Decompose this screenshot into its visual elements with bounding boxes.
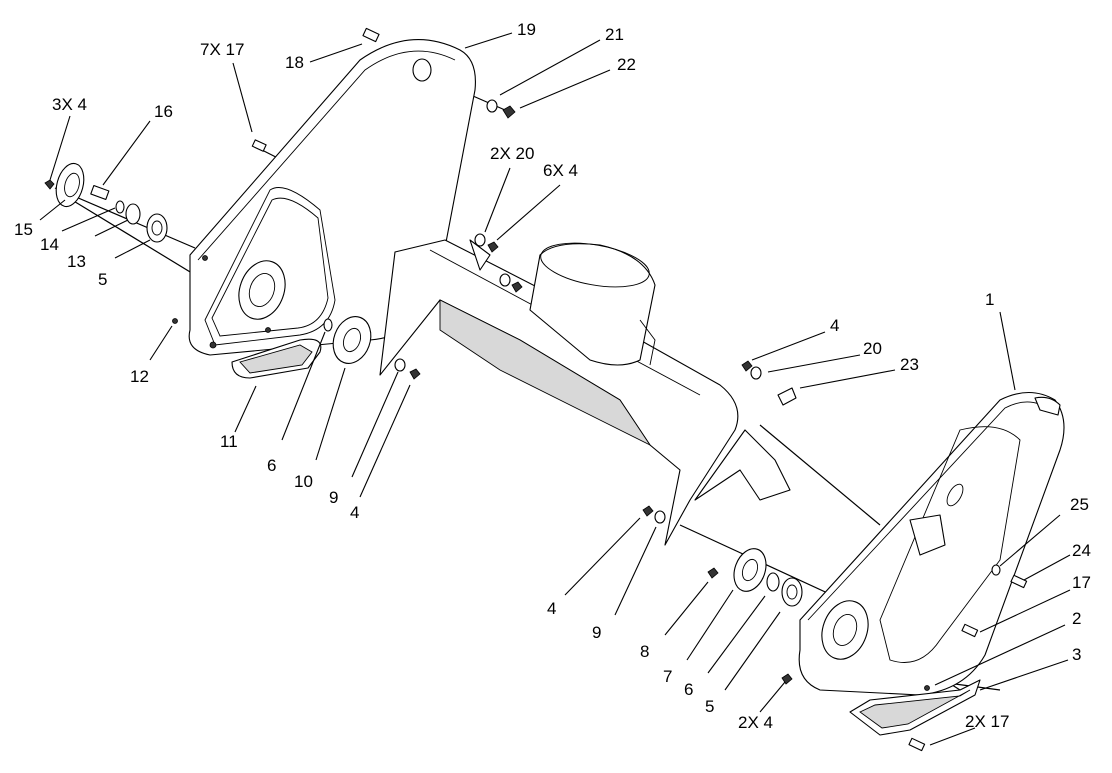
callout-3: 3 <box>1072 645 1081 664</box>
callout-1: 1 <box>985 290 994 309</box>
callout-24: 24 <box>1072 541 1091 560</box>
callout-11: 11 <box>220 432 238 451</box>
callout-17: 17 <box>1072 573 1091 592</box>
callout-25: 25 <box>1070 495 1089 514</box>
callout-15: 15 <box>14 220 33 239</box>
top-fasteners <box>251 27 516 152</box>
left-skid-and-bearing <box>172 316 421 380</box>
callout-6-left: 6 <box>267 456 276 475</box>
callout-labels: 3X 4 16 15 14 13 5 12 11 6 10 9 4 7X 17 … <box>14 20 1091 732</box>
callout-10: 10 <box>294 472 313 491</box>
callout-4-lower: 4 <box>547 599 556 618</box>
callout-8: 8 <box>640 642 649 661</box>
callout-23: 23 <box>900 355 919 374</box>
callout-20: 20 <box>863 339 882 358</box>
leader-lines <box>39 32 1071 746</box>
left-bearing-stack <box>44 162 168 243</box>
callout-9-lower: 9 <box>592 623 601 642</box>
auger-housing <box>379 239 791 546</box>
callout-5-right: 5 <box>705 697 714 716</box>
right-side-plate <box>798 391 1065 696</box>
callout-2x17: 2X 17 <box>965 712 1009 731</box>
right-fasteners <box>642 360 1028 691</box>
callout-6x4: 6X 4 <box>543 161 578 180</box>
callout-3x4: 3X 4 <box>52 95 87 114</box>
callout-2x20: 2X 20 <box>490 144 534 163</box>
callout-9-left: 9 <box>329 488 338 507</box>
callout-19: 19 <box>517 20 536 39</box>
callout-7x17: 7X 17 <box>200 40 244 59</box>
center-fasteners <box>474 233 499 253</box>
callout-12: 12 <box>130 367 149 386</box>
callout-4-left: 4 <box>350 503 359 522</box>
callout-2x4: 2X 4 <box>738 713 773 732</box>
callout-4-right: 4 <box>830 316 839 335</box>
callout-6-right: 6 <box>684 680 693 699</box>
callout-5-left: 5 <box>98 270 107 289</box>
callout-18: 18 <box>285 53 304 72</box>
callout-2: 2 <box>1072 609 1081 628</box>
bottom-skid <box>781 673 981 752</box>
callout-13: 13 <box>67 252 86 271</box>
right-bearing-stack <box>707 548 803 607</box>
callout-16: 16 <box>154 102 173 121</box>
callout-21: 21 <box>605 25 624 44</box>
callout-7: 7 <box>663 667 672 686</box>
callout-22: 22 <box>617 55 636 74</box>
callout-14: 14 <box>40 235 59 254</box>
